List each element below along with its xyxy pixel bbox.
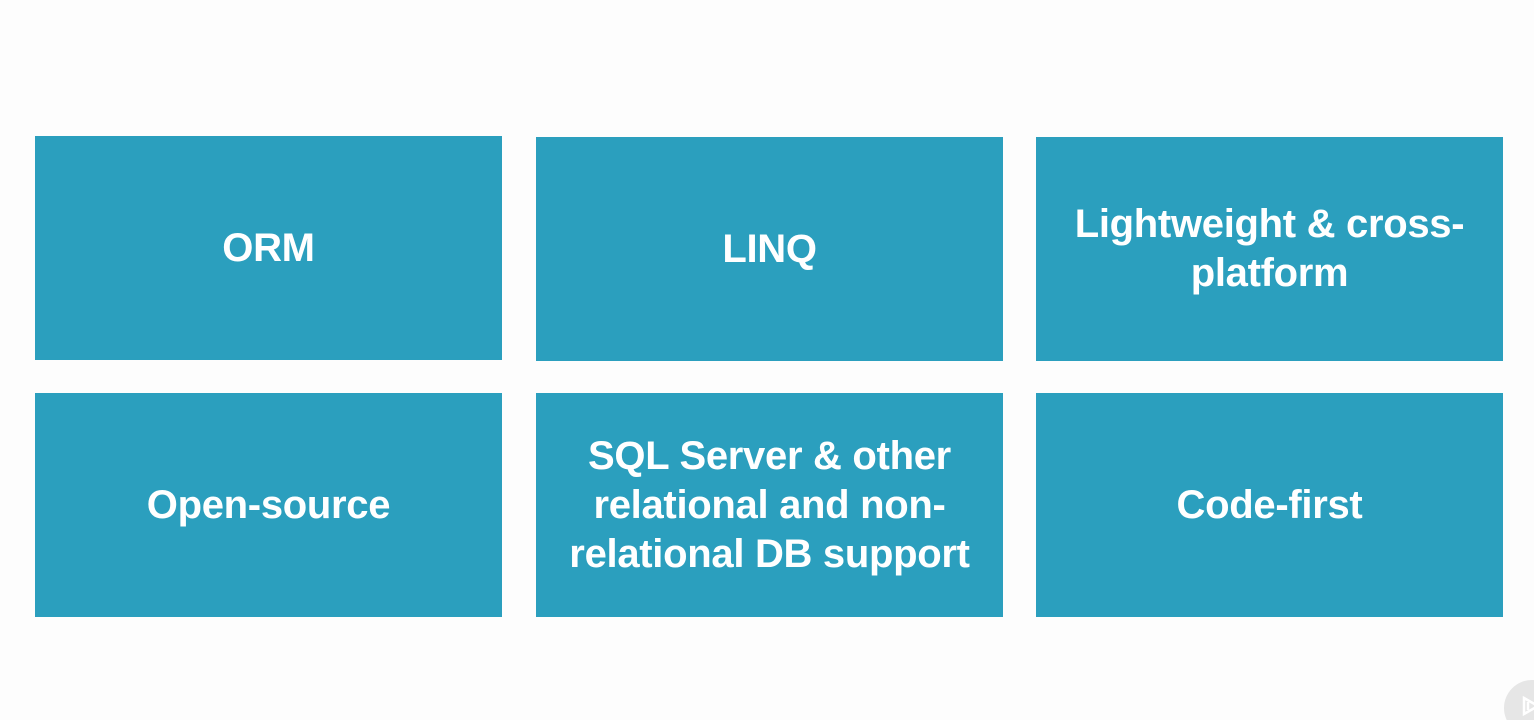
feature-label: SQL Server & other relational and non-re… [569,433,970,576]
feature-tile-open-source: Open-source [35,393,502,617]
feature-label: Code-first [1176,482,1363,527]
feature-tile-db-support: SQL Server & other relational and non-re… [536,393,1003,617]
feature-tile-lightweight: Lightweight & cross-platform [1036,137,1503,361]
feature-tile-code-first: Code-first [1036,393,1503,617]
feature-label: ORM [222,225,315,270]
feature-label: Open-source [146,482,391,527]
feature-label: LINQ [722,226,817,271]
play-logo-icon [1504,680,1534,720]
feature-tile-linq: LINQ [536,137,1003,361]
feature-tile-orm: ORM [35,136,502,360]
feature-label: Lightweight & cross-platform [1074,202,1465,295]
